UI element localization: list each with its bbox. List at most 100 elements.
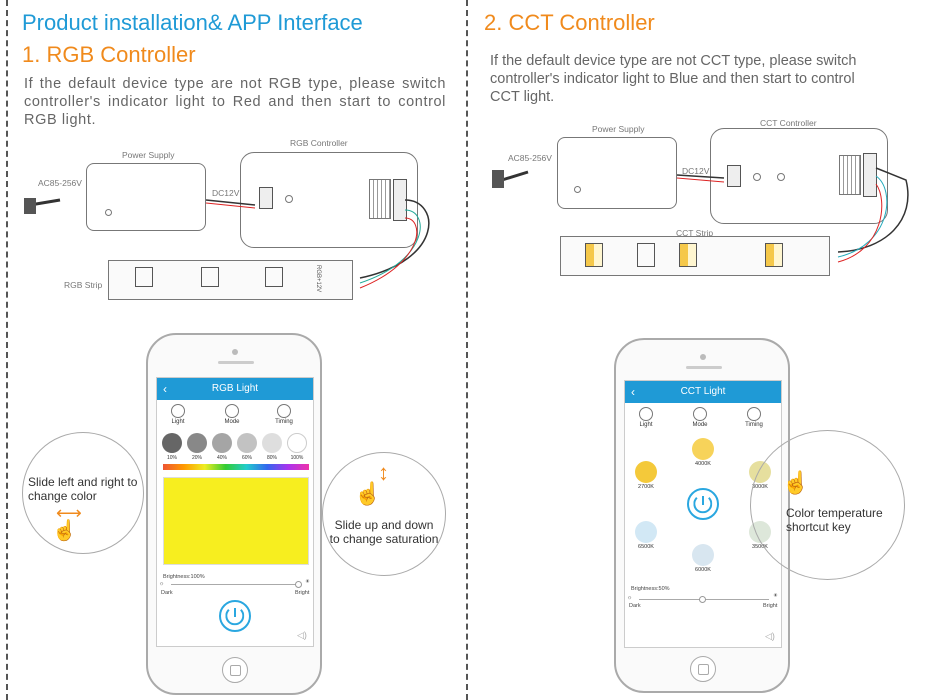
cct-preset-6000k[interactable] [692, 544, 714, 566]
tab-light[interactable]: Light [163, 404, 193, 425]
saturation-swatch[interactable] [212, 433, 232, 453]
tab-light[interactable]: Light [631, 407, 661, 428]
left-callout-text: Slide left and right to change color [28, 475, 138, 503]
swipe-horizontal-icon: ⟷ [56, 503, 82, 523]
home-button[interactable] [222, 657, 248, 683]
led-chip-icon [265, 267, 283, 287]
home-button[interactable] [690, 656, 716, 682]
center-dashed-divider [466, 0, 468, 700]
tab-timing[interactable]: Timing [269, 404, 299, 425]
indicator-light-icon [753, 173, 761, 181]
saturation-swatch[interactable] [237, 433, 257, 453]
cct-label: 4000K [695, 461, 711, 467]
saturation-swatch[interactable] [162, 433, 182, 453]
bright-sun-icon: ☀ [305, 579, 310, 585]
sound-icon[interactable]: ◁) [297, 630, 307, 640]
cct-app-bar: ‹ CCT Light [625, 381, 781, 403]
cct-label: 3500K [752, 544, 768, 550]
led-chip-icon [585, 243, 603, 267]
led-chip-icon [679, 243, 697, 267]
swipe-vertical-icon: ↕ [378, 460, 389, 485]
rgb-app-bar: ‹ RGB Light [157, 378, 313, 400]
power-led-icon [574, 186, 581, 193]
back-icon[interactable]: ‹ [631, 385, 635, 399]
swatch-label: 40% [216, 455, 227, 461]
cct-power-supply-label: Power Supply [592, 124, 645, 134]
power-button-icon[interactable] [687, 488, 719, 520]
rgb-phone: ‹ RGB Light Light Mode Timing 10% 20% 40… [146, 333, 322, 695]
led-chip-icon [765, 243, 783, 267]
cct-app-title: CCT Light [680, 386, 726, 397]
saturation-swatch[interactable] [262, 433, 282, 453]
bright-label: Bright [295, 590, 310, 596]
cct-callout-text: Color temperature shortcut key [786, 506, 883, 534]
rgb-power-supply-box [86, 163, 206, 231]
power-button-icon[interactable] [219, 600, 251, 632]
dark-sun-icon: ☼ [627, 595, 633, 601]
tab-mode[interactable]: Mode [217, 404, 247, 425]
rgb-wires [24, 198, 430, 289]
brightness-label: Brightness:50% [631, 586, 670, 592]
cct-wires [492, 167, 909, 263]
hand-pointer-icon: ☝ [52, 520, 77, 542]
hand-pointer-icon: ☝ [782, 470, 810, 495]
rgb-strip-pins: RGB+12V [315, 265, 321, 293]
rgb-strip-label: RGB Strip [64, 280, 103, 290]
hand-pointer-icon: ☝ [354, 481, 382, 506]
swatch-label: 100% [290, 455, 304, 461]
camera-icon [232, 349, 238, 355]
led-chip-icon [201, 267, 219, 287]
dc-terminal-icon [259, 187, 273, 209]
rgb-section-title: 1. RGB Controller [22, 42, 196, 67]
indicator-light-icon [285, 195, 293, 203]
cct-controller-box [710, 128, 888, 224]
dark-label: Dark [629, 603, 641, 609]
cct-description: If the default device type are not CCT t… [490, 53, 857, 105]
dc-terminal-icon [727, 165, 741, 187]
rgb-controller-box [240, 152, 418, 248]
cct-preset-6500k[interactable] [635, 521, 657, 543]
rgb-app-screen: ‹ RGB Light Light Mode Timing 10% 20% 40… [156, 377, 314, 647]
cct-phone: ‹ CCT Light Light Mode Timing 4000K 2700… [614, 338, 790, 693]
swatch-label: 20% [191, 455, 202, 461]
hue-slider[interactable] [163, 464, 309, 470]
cct-label: 2700K [638, 484, 654, 490]
mode-icon [225, 404, 239, 418]
saturation-swatch[interactable] [187, 433, 207, 453]
main-title: Product installation& APP Interface [22, 10, 363, 35]
led-chip-icon [637, 243, 655, 267]
clock-icon [277, 404, 291, 418]
cct-preset-2700k[interactable] [635, 461, 657, 483]
rgb-description: If the default device type are not RGB t… [24, 76, 446, 128]
cct-power-supply-box [557, 137, 677, 209]
rgb-app-title: RGB Light [211, 383, 259, 394]
rgb-controller-label: RGB Controller [290, 138, 348, 148]
clock-icon [747, 407, 761, 421]
swatch-label: 80% [266, 455, 277, 461]
color-panel[interactable] [163, 477, 309, 565]
rgb-power-supply-label: Power Supply [122, 150, 175, 160]
cct-controller-label: CCT Controller [760, 118, 817, 128]
sound-icon[interactable]: ◁) [765, 631, 775, 641]
cct-label: 6500K [638, 544, 654, 550]
cct-section-title: 2. CCT Controller [484, 10, 655, 35]
cct-input-voltage: AC85-256V [508, 153, 552, 163]
bright-label: Bright [763, 603, 778, 609]
dark-label: Dark [161, 590, 173, 596]
saturation-swatch[interactable] [287, 433, 307, 453]
tab-mode[interactable]: Mode [685, 407, 715, 428]
controller-fins-icon [369, 179, 391, 219]
brightness-slider[interactable] [171, 584, 301, 585]
tab-timing[interactable]: Timing [739, 407, 769, 428]
mode-icon [693, 407, 707, 421]
bulb-icon [171, 404, 185, 418]
led-chip-icon [135, 267, 153, 287]
cct-preset-4000k[interactable] [692, 438, 714, 460]
camera-icon [700, 354, 706, 360]
cct-output-voltage: DC12V [682, 166, 710, 176]
back-icon[interactable]: ‹ [163, 382, 167, 396]
dark-sun-icon: ☼ [159, 581, 165, 587]
rgb-strip: RGB+12V [108, 260, 353, 300]
brightness-thumb[interactable] [295, 581, 302, 588]
brightness-thumb[interactable] [699, 596, 706, 603]
